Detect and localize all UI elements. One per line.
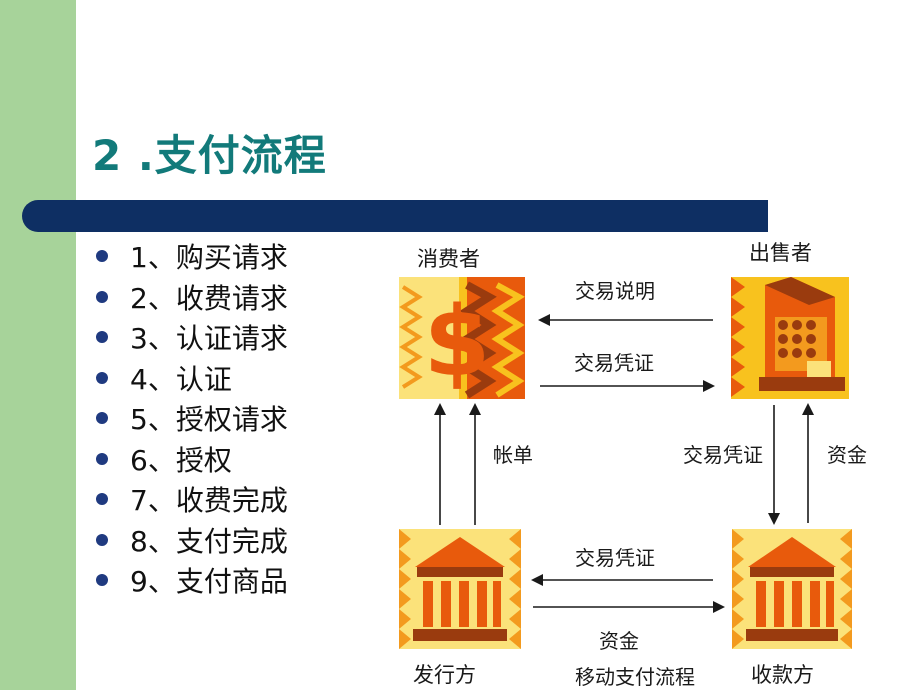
bullet-item: 3、认证请求 xyxy=(96,317,288,358)
title-underline-bar xyxy=(22,200,768,232)
bullet-text: 1、购买请求 xyxy=(130,241,288,275)
bullet-item: 5、授权请求 xyxy=(96,398,288,439)
bullet-item: 9、支付商品 xyxy=(96,560,288,601)
node-label-consumer: 消费者 xyxy=(417,247,480,271)
edge-label-bill: 帐单 xyxy=(493,443,533,467)
cash-register-icon xyxy=(731,277,849,399)
bullet-text: 2、收费请求 xyxy=(130,281,288,315)
bullet-item: 1、购买请求 xyxy=(96,236,288,277)
bullet-item: 2、收费请求 xyxy=(96,277,288,318)
bullet-text: 6、授权 xyxy=(130,443,232,477)
node-label-issuer: 发行方 xyxy=(413,663,476,687)
bullet-text: 3、认证请求 xyxy=(130,322,288,356)
bullet-text: 9、支付商品 xyxy=(130,565,288,599)
bullet-item: 6、授权 xyxy=(96,439,288,480)
bullet-dot-icon xyxy=(96,331,108,344)
svg-text:$: $ xyxy=(424,286,491,398)
edge-label-transaction-voucher-top: 交易凭证 xyxy=(574,351,654,375)
side-band xyxy=(0,0,76,690)
bullet-dot-icon xyxy=(96,290,108,303)
bullet-dot-icon xyxy=(96,533,108,546)
bullet-list: 1、购买请求 2、收费请求 3、认证请求 4、认证 5、授权请求 6、授权 7、… xyxy=(96,236,288,601)
edge-label-funds-right: 资金 xyxy=(827,443,867,467)
bullet-dot-icon xyxy=(96,493,108,506)
payment-flow-diagram: $ xyxy=(383,233,873,690)
bullet-text: 5、授权请求 xyxy=(130,403,288,437)
edge-label-transaction-voucher-bottom: 交易凭证 xyxy=(575,546,655,570)
bullet-item: 7、收费完成 xyxy=(96,479,288,520)
dollar-sign-icon: $ xyxy=(399,277,525,399)
edge-label-funds-bottom: 资金 xyxy=(599,629,639,653)
bullet-item: 4、认证 xyxy=(96,358,288,399)
node-label-acquirer: 收款方 xyxy=(751,663,814,687)
bank-building-icon xyxy=(732,529,852,649)
flow-arrows xyxy=(434,314,814,613)
bullet-dot-icon xyxy=(96,250,108,263)
bullet-dot-icon xyxy=(96,452,108,465)
bullet-text: 8、支付完成 xyxy=(130,524,288,558)
edge-label-transaction-description: 交易说明 xyxy=(575,279,655,303)
bank-building-icon xyxy=(399,529,521,649)
bullet-dot-icon xyxy=(96,412,108,425)
bullet-text: 7、收费完成 xyxy=(130,484,288,518)
slide-title: 2 .支付流程 xyxy=(92,131,327,180)
bullet-dot-icon xyxy=(96,574,108,587)
node-label-seller: 出售者 xyxy=(749,241,812,265)
diagram-caption: 移动支付流程 xyxy=(575,665,695,689)
bullet-dot-icon xyxy=(96,371,108,384)
bullet-text: 4、认证 xyxy=(130,362,232,396)
bullet-item: 8、支付完成 xyxy=(96,520,288,561)
edge-label-transaction-voucher-right: 交易凭证 xyxy=(683,443,763,467)
